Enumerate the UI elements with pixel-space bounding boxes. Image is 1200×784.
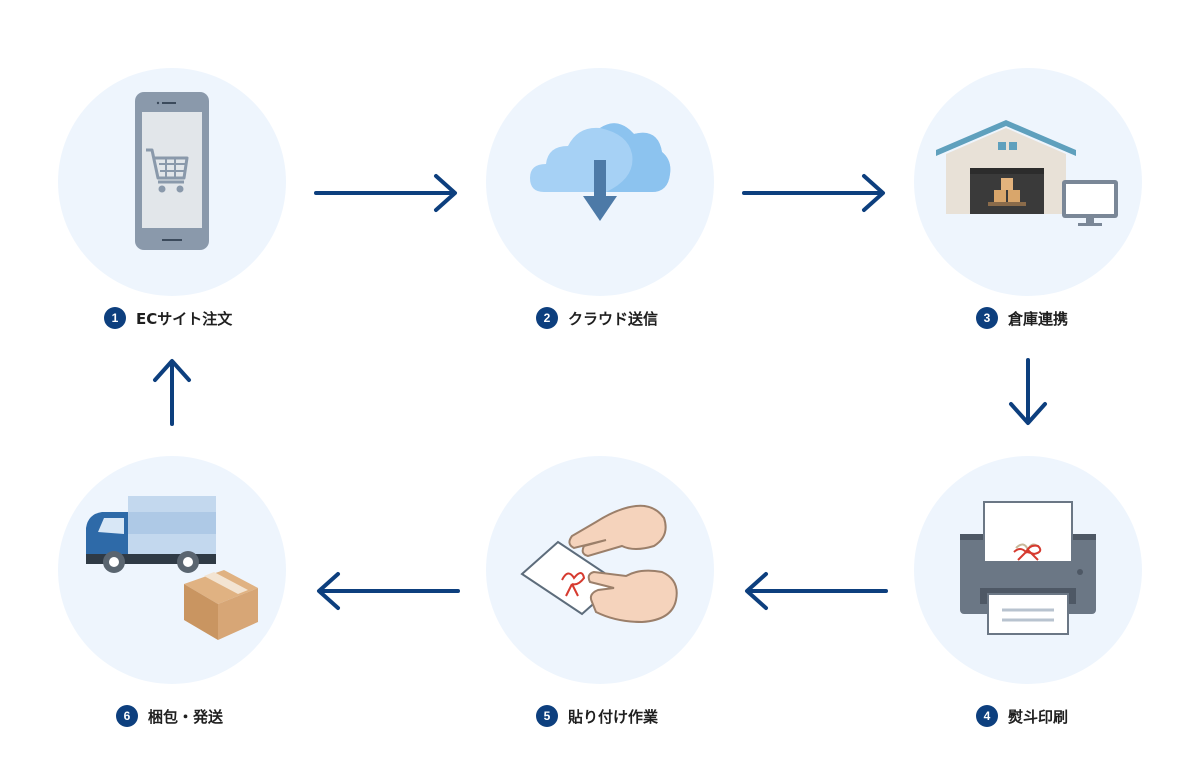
step-title: 貼り付け作業 [568, 707, 659, 726]
step-title: ECサイト注文 [136, 309, 233, 328]
arrow-down-3-to-4 [1009, 358, 1047, 425]
step-number-badge: 5 [536, 705, 558, 727]
step-2-circle [486, 68, 714, 296]
step-number-badge: 4 [976, 705, 998, 727]
cloud-download-icon [530, 123, 671, 221]
step-title: 倉庫連携 [1008, 309, 1069, 328]
arrow-left-5-to-6 [317, 572, 460, 610]
step-5-label: 5 貼り付け作業 [536, 704, 658, 728]
step-4-label: 4 熨斗印刷 [976, 704, 1068, 728]
step-title: 梱包・発送 [148, 707, 224, 726]
arrow-left-4-to-5 [745, 572, 888, 610]
arrow-right-1-to-2 [314, 174, 457, 212]
step-1-circle [58, 68, 286, 296]
hands-attaching-card-icon [520, 504, 678, 624]
step-number-badge: 2 [536, 307, 558, 329]
step-number-badge: 1 [104, 307, 126, 329]
warehouse-monitor-icon [936, 120, 1118, 226]
step-number-badge: 3 [976, 307, 998, 329]
truck-box-icon [86, 496, 258, 640]
step-5-circle [486, 456, 714, 684]
arrow-up-6-to-1 [153, 359, 191, 426]
step-3-label: 3 倉庫連携 [976, 306, 1068, 330]
step-1-label: 1 ECサイト注文 [104, 306, 232, 330]
step-4-circle [914, 456, 1142, 684]
step-title: 熨斗印刷 [1008, 707, 1069, 726]
step-3-circle [914, 68, 1142, 296]
step-6-circle [58, 456, 286, 684]
smartphone-cart-icon [135, 92, 209, 250]
step-number-badge: 6 [116, 705, 138, 727]
step-2-label: 2 クラウド送信 [536, 306, 658, 330]
printer-noshi-icon [960, 501, 1096, 635]
step-title: クラウド送信 [568, 309, 659, 328]
arrow-right-2-to-3 [742, 174, 885, 212]
step-6-label: 6 梱包・発送 [116, 704, 223, 728]
